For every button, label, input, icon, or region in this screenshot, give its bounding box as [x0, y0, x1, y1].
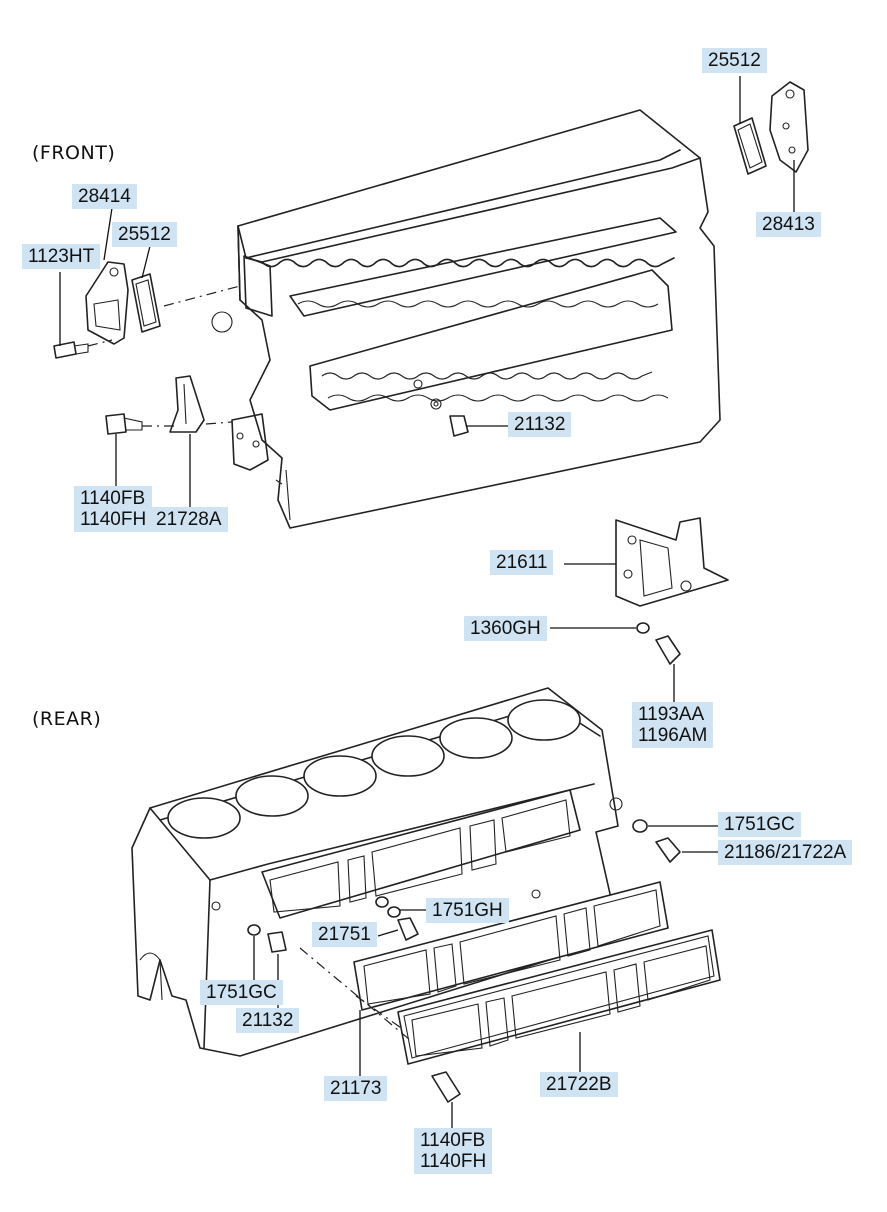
part-label-28413: 28413: [756, 212, 821, 237]
gasket-25512-top: [733, 117, 767, 175]
plug-21132-rear: [267, 931, 287, 953]
part-label-21751: 21751: [312, 922, 377, 947]
leader-lines: [59, 76, 795, 1130]
part-label-21186-21722a: 21186/21722A: [718, 840, 853, 865]
front-engine-block: [211, 109, 721, 529]
bolt-1140fb-rear: [431, 1071, 461, 1103]
part-label-21132-front: 21132: [508, 412, 572, 437]
rear-engine-block: [131, 687, 623, 1057]
part-label-1140fh-front: 1140FH: [80, 509, 147, 530]
part-label-1193aa: 1193AA: [638, 704, 705, 725]
section-heading-front: (FRONT): [32, 142, 116, 164]
washer-1751gc-right: [632, 819, 648, 833]
part-label-1360gh: 1360GH: [464, 616, 547, 641]
part-label-1196am: 1196AM: [638, 725, 708, 746]
part-label-1751gc-left: 1751GC: [200, 980, 283, 1005]
gasket-25512-front: [131, 273, 161, 333]
plate-28413: [769, 81, 809, 173]
part-label-1140fb-1140fh-front: 1140FB 1140FH: [74, 486, 153, 532]
part-label-1140fb-front: 1140FB: [80, 488, 146, 509]
part-label-21728a: 21728A: [150, 507, 228, 532]
part-label-21611: 21611: [490, 550, 554, 575]
part-label-1751gh: 1751GH: [426, 898, 509, 923]
section-heading-rear: (REAR): [32, 708, 102, 730]
washer-1751gh: [375, 896, 401, 918]
bolt-1193aa: [655, 635, 681, 665]
plate-28414: [85, 261, 129, 345]
part-label-1140fb-1140fh-rear: 1140FB 1140FH: [414, 1128, 493, 1174]
part-label-1751gc-right: 1751GC: [718, 812, 801, 837]
part-label-1123ht: 1123HT: [22, 244, 101, 269]
plug-21132-front: [449, 415, 469, 437]
part-label-1140fb-rear: 1140FB: [420, 1130, 486, 1151]
part-label-21173: 21173: [324, 1076, 388, 1101]
part-label-21722b: 21722B: [540, 1072, 618, 1097]
washer-1751gc-left: [247, 924, 261, 936]
gasket-21173: [353, 881, 669, 1011]
bracket-21728a: [169, 375, 205, 433]
plug-21751: [397, 917, 419, 941]
part-label-1140fh-rear: 1140FH: [420, 1151, 487, 1172]
part-label-28414: 28414: [72, 184, 137, 209]
bolt-1123ht: [53, 341, 89, 359]
washer-1360gh: [636, 622, 650, 634]
part-label-25512-front: 25512: [112, 222, 177, 247]
bracket-21611: [615, 517, 729, 607]
plug-21186: [655, 837, 681, 863]
part-label-1193aa-1196am: 1193AA 1196AM: [632, 702, 714, 748]
part-label-25512-top: 25512: [702, 48, 767, 73]
part-label-21132-rear: 21132: [236, 1008, 300, 1033]
bolt-1140fb-front: [105, 413, 143, 435]
cover-21722b: [397, 929, 721, 1065]
